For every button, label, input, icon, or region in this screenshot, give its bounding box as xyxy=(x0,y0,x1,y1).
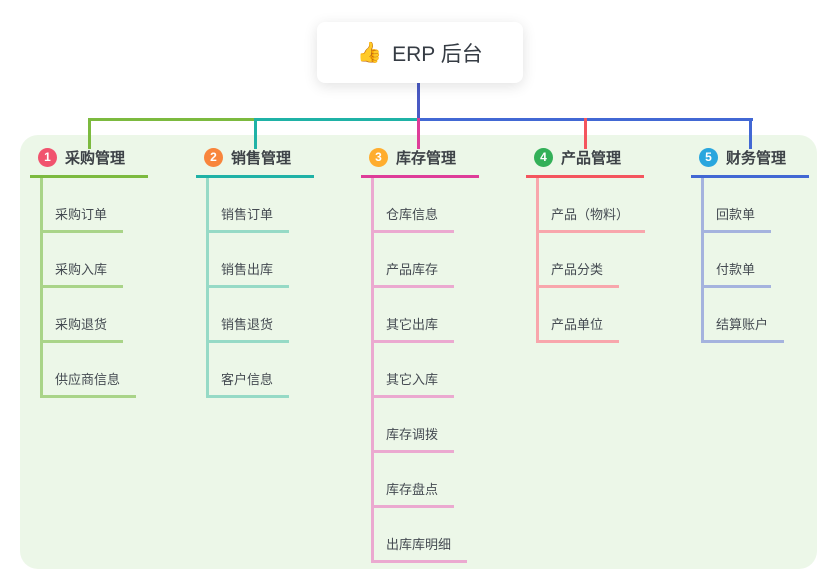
child-slot: 出库库明细 xyxy=(371,508,479,563)
child-slot: 采购退货 xyxy=(40,288,148,343)
branch-4: 4 产品管理产品（物料） 产品分类产品单位 xyxy=(526,147,646,343)
branch-children: 销售订单销售出库销售退货客户信息 xyxy=(206,178,314,398)
child-node[interactable]: 仓库信息 xyxy=(371,204,455,233)
root-connector-line xyxy=(417,83,420,121)
child-slot: 仓库信息 xyxy=(371,178,479,233)
child-node[interactable]: 库存盘点 xyxy=(371,479,455,508)
branch-title-4[interactable]: 4 产品管理 xyxy=(526,147,644,178)
root-node[interactable]: 👍 ERP 后台 xyxy=(317,22,523,83)
child-slot: 回款单 xyxy=(701,178,809,233)
drop-line-branch-3 xyxy=(417,118,420,149)
branches-panel xyxy=(20,135,817,569)
root-node-label: ERP 后台 xyxy=(392,42,483,66)
child-node[interactable]: 结算账户 xyxy=(701,314,785,343)
branch-children: 回款单付款单结算账户 xyxy=(701,178,809,343)
child-slot: 销售订单 xyxy=(206,178,314,233)
child-slot: 产品单位 xyxy=(536,288,644,343)
branch-spine-line xyxy=(701,178,704,343)
child-slot: 库存调拨 xyxy=(371,398,479,453)
branch-children: 产品（物料） 产品分类产品单位 xyxy=(536,178,646,343)
child-node[interactable]: 采购订单 xyxy=(40,204,124,233)
child-slot: 采购入库 xyxy=(40,233,148,288)
branch-number-badge: 1 xyxy=(38,147,57,167)
child-slot: 销售退货 xyxy=(206,288,314,343)
branch-title-3[interactable]: 3 库存管理 xyxy=(361,147,479,178)
branch-number-badge: 2 xyxy=(204,147,223,167)
child-node[interactable]: 产品（物料） xyxy=(536,204,646,233)
child-node[interactable]: 其它出库 xyxy=(371,314,455,343)
child-node[interactable]: 销售出库 xyxy=(206,259,290,288)
branch-children: 仓库信息产品库存其它出库其它入库库存调拨库存盘点出库库明细 xyxy=(371,178,479,563)
child-slot: 结算账户 xyxy=(701,288,809,343)
bus-segment-branch-1 xyxy=(89,118,258,121)
child-node[interactable]: 销售订单 xyxy=(206,204,290,233)
branch-number-badge: 5 xyxy=(699,147,718,167)
child-node[interactable]: 供应商信息 xyxy=(40,369,137,398)
child-node[interactable]: 其它入库 xyxy=(371,369,455,398)
child-node[interactable]: 产品库存 xyxy=(371,259,455,288)
child-slot: 产品库存 xyxy=(371,233,479,288)
child-node[interactable]: 采购退货 xyxy=(40,314,124,343)
branch-spine-line xyxy=(40,178,43,398)
child-slot: 销售出库 xyxy=(206,233,314,288)
branch-children: 采购订单采购入库采购退货供应商信息 xyxy=(40,178,148,398)
child-node[interactable]: 客户信息 xyxy=(206,369,290,398)
child-node[interactable]: 采购入库 xyxy=(40,259,124,288)
child-slot: 供应商信息 xyxy=(40,343,148,398)
child-node[interactable]: 回款单 xyxy=(701,204,772,233)
bus-segment-branch-2 xyxy=(255,118,420,121)
drop-line-branch-4 xyxy=(584,118,587,149)
branch-title-label: 销售管理 xyxy=(231,149,292,167)
child-slot: 付款单 xyxy=(701,233,809,288)
branch-title-label: 产品管理 xyxy=(561,149,622,167)
child-slot: 采购订单 xyxy=(40,178,148,233)
child-node[interactable]: 产品单位 xyxy=(536,314,620,343)
thumbs-up-icon: 👍 xyxy=(357,41,383,64)
child-node[interactable]: 库存调拨 xyxy=(371,424,455,453)
child-node[interactable]: 出库库明细 xyxy=(371,534,468,563)
child-slot: 产品分类 xyxy=(536,233,644,288)
branch-2: 2 销售管理销售订单销售出库销售退货客户信息 xyxy=(196,147,314,398)
drop-line-branch-5 xyxy=(749,118,752,149)
child-slot: 库存盘点 xyxy=(371,453,479,508)
branch-title-5[interactable]: 5 财务管理 xyxy=(691,147,809,178)
child-node[interactable]: 销售退货 xyxy=(206,314,290,343)
child-slot: 产品（物料） xyxy=(536,178,646,233)
child-node[interactable]: 付款单 xyxy=(701,259,772,288)
child-node[interactable]: 产品分类 xyxy=(536,259,620,288)
branch-1: 1 采购管理采购订单采购入库采购退货供应商信息 xyxy=(30,147,148,398)
child-slot: 其它入库 xyxy=(371,343,479,398)
branch-title-label: 财务管理 xyxy=(726,149,787,167)
child-slot: 其它出库 xyxy=(371,288,479,343)
branch-number-badge: 3 xyxy=(369,147,388,167)
branch-title-label: 采购管理 xyxy=(65,149,126,167)
branch-5: 5 财务管理回款单付款单结算账户 xyxy=(691,147,809,343)
branch-spine-line xyxy=(206,178,209,398)
branch-number-badge: 4 xyxy=(534,147,553,167)
branch-title-1[interactable]: 1 采购管理 xyxy=(30,147,148,178)
drop-line-branch-2 xyxy=(254,118,257,149)
child-slot: 客户信息 xyxy=(206,343,314,398)
branch-title-label: 库存管理 xyxy=(396,149,457,167)
branch-spine-line xyxy=(371,178,374,563)
drop-line-branch-1 xyxy=(88,118,91,149)
branch-spine-line xyxy=(536,178,539,343)
branch-title-2[interactable]: 2 销售管理 xyxy=(196,147,314,178)
branch-3: 3 库存管理仓库信息产品库存其它出库其它入库库存调拨库存盘点出库库明细 xyxy=(361,147,479,563)
